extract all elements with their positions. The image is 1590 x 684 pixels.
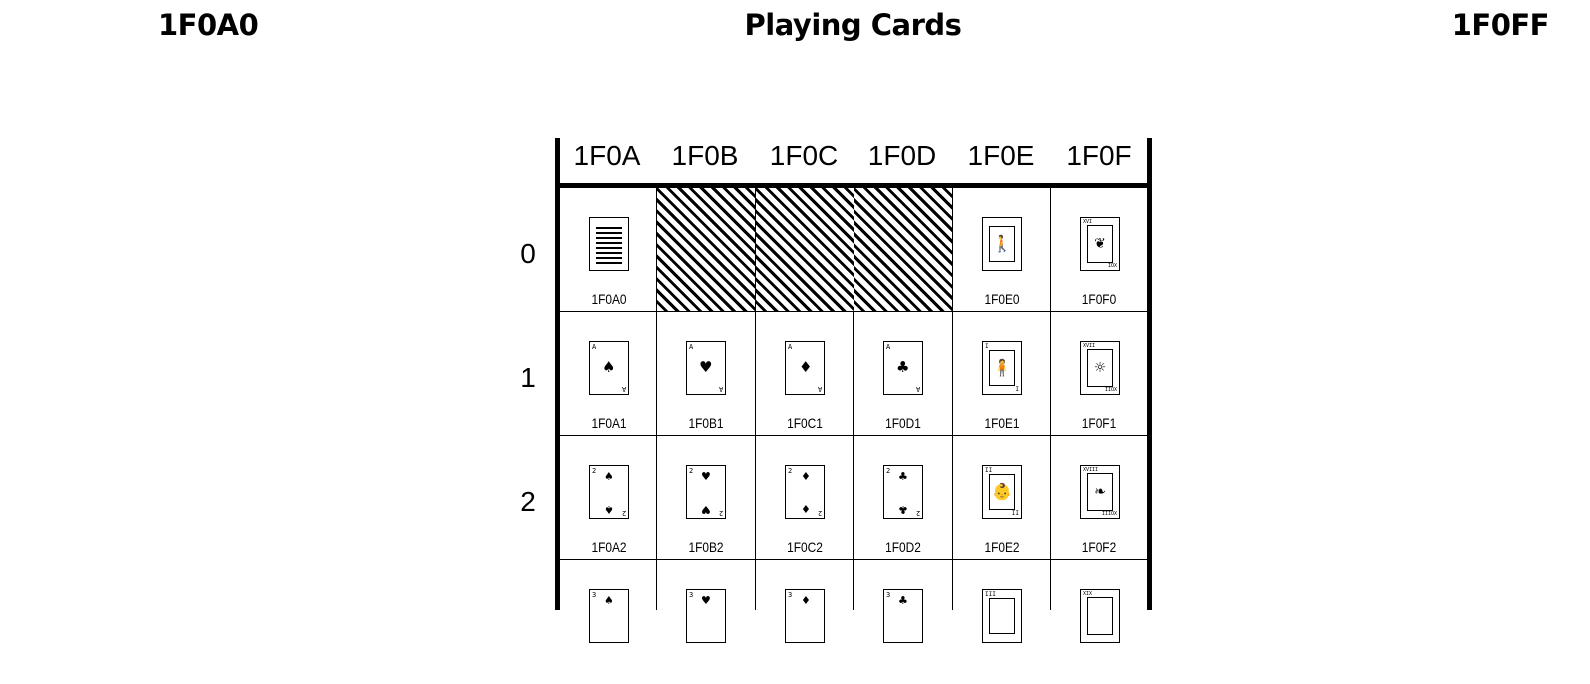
code-cell[interactable]: 3 ♥: [657, 560, 755, 684]
code-label: 1F0D1: [885, 415, 921, 431]
code-label: 1F0E1: [984, 415, 1020, 431]
code-cell[interactable]: XVII ☼ IIOX 1F0F1: [1051, 312, 1147, 436]
grid-line: [560, 311, 1147, 312]
table-left-border: [555, 138, 560, 610]
code-cell[interactable]: II 👶 II 1F0E2: [953, 436, 1051, 560]
ace-of-clubs-icon: A ♣ A: [883, 341, 923, 395]
code-label: 1F0B1: [688, 415, 724, 431]
code-label: 1F0C1: [787, 415, 823, 431]
code-cell[interactable]: XVIII ❧ IIIOX 1F0F2: [1051, 436, 1147, 560]
trump-fool-icon: 🚶: [982, 217, 1022, 271]
ace-of-spades-icon: A ♠ A: [589, 341, 629, 395]
code-cell[interactable]: III: [953, 560, 1051, 684]
code-label: 1F0A2: [591, 539, 627, 555]
row-header: 1: [520, 362, 536, 393]
code-cell[interactable]: 3 ♦: [756, 560, 854, 684]
code-label: 1F0F2: [1081, 539, 1117, 555]
code-label: 1F0E0: [984, 291, 1020, 307]
column-header: 1F0D: [867, 140, 937, 171]
grid-line: [1050, 188, 1051, 610]
ace-of-hearts-icon: A ♥ A: [686, 341, 726, 395]
code-cell[interactable]: 1F0A0: [560, 188, 658, 312]
two-of-clubs-icon: 2 ♣ ♣ 2: [883, 465, 923, 519]
grid-line: [560, 559, 1147, 560]
trump-19-icon: XIX: [1080, 589, 1120, 643]
trump-3-icon: III: [982, 589, 1022, 643]
code-cell[interactable]: A ♠ A 1F0A1: [560, 312, 658, 436]
two-of-hearts-icon: 2 ♥ ♥ 2: [686, 465, 726, 519]
header-underline: [555, 183, 1152, 188]
code-cell[interactable]: A ♦ A 1F0C1: [756, 312, 854, 436]
grid-line: [952, 188, 953, 610]
code-cell[interactable]: XVI ❦ IOX 1F0F0: [1051, 188, 1147, 312]
code-label: 1F0A1: [591, 415, 627, 431]
code-label: 1F0C2: [787, 539, 823, 555]
ace-of-diamonds-icon: A ♦ A: [785, 341, 825, 395]
trump-16-icon: XVI ❦ IOX: [1080, 217, 1120, 271]
two-of-spades-icon: 2 ♠ ♠ 2: [589, 465, 629, 519]
code-cell[interactable]: A ♥ A 1F0B1: [657, 312, 755, 436]
grid-line: [656, 188, 657, 610]
column-header: 1F0A: [573, 140, 641, 171]
code-cell[interactable]: I 🧍 I 1F0E1: [953, 312, 1051, 436]
three-of-diamonds-icon: 3 ♦: [785, 589, 825, 643]
reserved-cell: [657, 188, 755, 311]
column-header: 1F0F: [1066, 140, 1132, 171]
card-back-icon: [589, 217, 629, 271]
grid-line: [560, 435, 1147, 436]
column-header: 1F0E: [967, 140, 1035, 171]
three-of-hearts-icon: 3 ♥: [686, 589, 726, 643]
code-cell[interactable]: 2 ♠ ♠ 2 1F0A2: [560, 436, 658, 560]
two-of-diamonds-icon: 2 ♦ ♦ 2: [785, 465, 825, 519]
three-of-clubs-icon: 3 ♣: [883, 589, 923, 643]
reserved-cell: [854, 188, 952, 311]
code-label: 1F0F1: [1081, 415, 1117, 431]
grid-line: [755, 188, 756, 610]
column-header: 1F0C: [769, 140, 839, 171]
reserved-cell: [756, 188, 854, 311]
column-header: 1F0B: [671, 140, 739, 171]
code-cell[interactable]: 3 ♠: [560, 560, 658, 684]
code-label: 1F0B2: [688, 539, 724, 555]
range-end-label: 1F0FF: [1451, 8, 1550, 42]
code-cell[interactable]: 🚶 1F0E0: [953, 188, 1051, 312]
grid-line: [853, 188, 854, 610]
row-header: 2: [520, 486, 536, 517]
trump-18-icon: XVIII ❧ IIIOX: [1080, 465, 1120, 519]
range-start-label: 1F0A0: [158, 8, 259, 42]
trump-17-icon: XVII ☼ IIOX: [1080, 341, 1120, 395]
trump-2-icon: II 👶 II: [982, 465, 1022, 519]
code-label: 1F0E2: [984, 539, 1020, 555]
table-right-border: [1147, 138, 1152, 610]
three-of-spades-icon: 3 ♠: [589, 589, 629, 643]
code-label: 1F0D2: [885, 539, 921, 555]
code-label: 1F0A0: [591, 291, 627, 307]
code-cell[interactable]: XIX: [1051, 560, 1147, 684]
code-cell[interactable]: 2 ♣ ♣ 2 1F0D2: [854, 436, 952, 560]
code-cell[interactable]: A ♣ A 1F0D1: [854, 312, 952, 436]
code-label: 1F0F0: [1081, 291, 1117, 307]
code-cell[interactable]: 2 ♥ ♥ 2 1F0B2: [657, 436, 755, 560]
row-header: 0: [520, 238, 536, 269]
trump-1-icon: I 🧍 I: [982, 341, 1022, 395]
page-title: Playing Cards: [744, 8, 962, 42]
code-cell[interactable]: 2 ♦ ♦ 2 1F0C2: [756, 436, 854, 560]
code-cell[interactable]: 3 ♣: [854, 560, 952, 684]
